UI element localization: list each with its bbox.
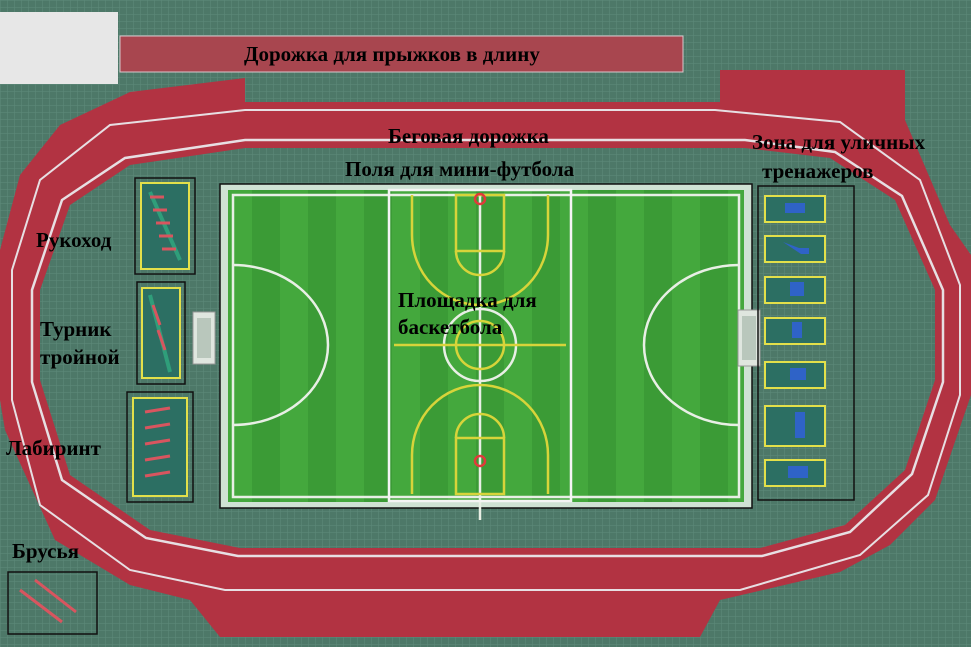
gym-station xyxy=(764,361,826,389)
label-basketball-2: баскетбола xyxy=(398,315,503,339)
labyrinth-equipment xyxy=(132,397,188,497)
label-parallel-bars: Брусья xyxy=(12,539,79,563)
long-jump-strip xyxy=(119,35,684,73)
label-mini-football: Поля для мини-футбола xyxy=(345,157,575,181)
gym-station xyxy=(764,195,826,223)
label-monkey-bars: Рукоход xyxy=(36,228,112,252)
gym-station xyxy=(764,459,826,487)
monkey-bars-equipment xyxy=(140,182,190,270)
label-labyrinth: Лабиринт xyxy=(6,436,101,460)
label-outdoor-gym-1: Зона для уличных xyxy=(752,130,926,154)
track-inner-line xyxy=(30,138,945,558)
label-triple-bar-1: Турник xyxy=(40,317,112,341)
labyrinth-zone xyxy=(126,391,194,503)
monkey-bars-zone xyxy=(134,177,196,275)
outdoor-gym-zone xyxy=(757,185,855,501)
label-long-jump: Дорожка для прыжков в длину xyxy=(244,42,540,66)
gym-pads xyxy=(764,195,826,487)
basketball-markings xyxy=(394,193,566,496)
parallel-bars-equipment xyxy=(19,578,77,624)
goal-right xyxy=(737,309,761,367)
hoop-bottom xyxy=(473,454,487,468)
parallel-bars-zone xyxy=(7,571,98,635)
track-outer-line xyxy=(11,109,961,591)
label-running-track: Беговая дорожка xyxy=(388,124,549,148)
gym-station xyxy=(764,317,826,345)
gym-station xyxy=(764,235,826,263)
label-basketball-1: Площадка для xyxy=(398,288,537,312)
label-outdoor-gym-2: тренажеров xyxy=(762,159,874,183)
hoop-top xyxy=(473,192,487,206)
goal-left xyxy=(192,311,216,365)
gym-station xyxy=(764,405,826,447)
triple-bar-equipment xyxy=(141,287,181,379)
label-triple-bar-2: тройной xyxy=(40,345,120,369)
triple-bar-zone xyxy=(136,281,186,385)
corner-white-block xyxy=(0,12,118,84)
basketball-court-outline xyxy=(387,188,573,503)
gym-station xyxy=(764,276,826,304)
